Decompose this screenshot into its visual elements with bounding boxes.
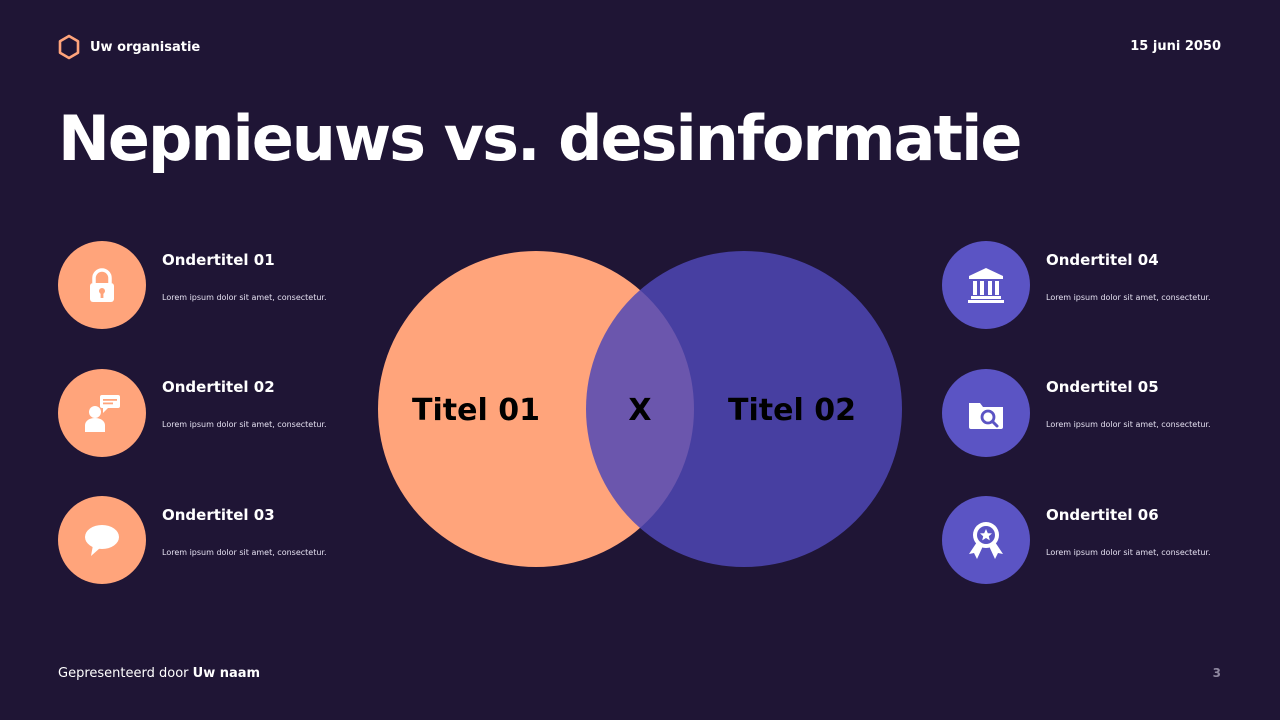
presenter-name: Uw naam	[192, 666, 261, 681]
folder-search-icon-circle	[942, 369, 1030, 457]
person-speech-icon-circle	[58, 369, 146, 457]
item-heading-03: Ondertitel 03	[162, 506, 275, 524]
lock-icon-circle	[58, 241, 146, 329]
speech-bubble-icon	[85, 525, 119, 556]
presentation-date: 15 juni 2050	[1130, 39, 1221, 54]
item-heading-01: Ondertitel 01	[162, 251, 275, 269]
venn-left-label: Titel 01	[412, 393, 540, 428]
item-text-01: Lorem ipsum dolor sit amet, consectetur.	[162, 293, 327, 302]
bank-icon-circle	[942, 241, 1030, 329]
page-number: 3	[1212, 666, 1221, 680]
folder-search-icon	[969, 403, 1003, 429]
item-heading-05: Ondertitel 05	[1046, 378, 1159, 396]
item-heading-02: Ondertitel 02	[162, 378, 275, 396]
slide-title: Nepnieuws vs. desinformatie	[58, 102, 1022, 175]
presenter-footer: Gepresenteerd door Uw naam	[58, 666, 260, 681]
organization-name: Uw organisatie	[90, 39, 201, 55]
item-text-03: Lorem ipsum dolor sit amet, consectetur.	[162, 548, 327, 557]
speech-bubble-icon-circle	[58, 496, 146, 584]
venn-intersection-label: X	[628, 393, 651, 428]
venn-right-label: Titel 02	[728, 393, 856, 428]
hexagon-logo-icon	[58, 34, 80, 60]
presented-by-label: Gepresenteerd door	[58, 666, 189, 681]
organization-header: Uw organisatie	[58, 34, 200, 60]
lock-icon	[90, 268, 114, 302]
item-text-05: Lorem ipsum dolor sit amet, consectetur.	[1046, 420, 1211, 429]
item-text-06: Lorem ipsum dolor sit amet, consectetur.	[1046, 548, 1211, 557]
item-text-02: Lorem ipsum dolor sit amet, consectetur.	[162, 420, 327, 429]
venn-right-circle	[586, 251, 902, 567]
item-heading-06: Ondertitel 06	[1046, 506, 1159, 524]
person-speech-icon	[85, 395, 120, 432]
item-heading-04: Ondertitel 04	[1046, 251, 1159, 269]
award-badge-icon-circle	[942, 496, 1030, 584]
award-badge-icon	[969, 522, 1003, 559]
item-text-04: Lorem ipsum dolor sit amet, consectetur.	[1046, 293, 1211, 302]
bank-icon	[968, 268, 1004, 303]
venn-diagram: Titel 01 X Titel 02	[378, 251, 902, 567]
